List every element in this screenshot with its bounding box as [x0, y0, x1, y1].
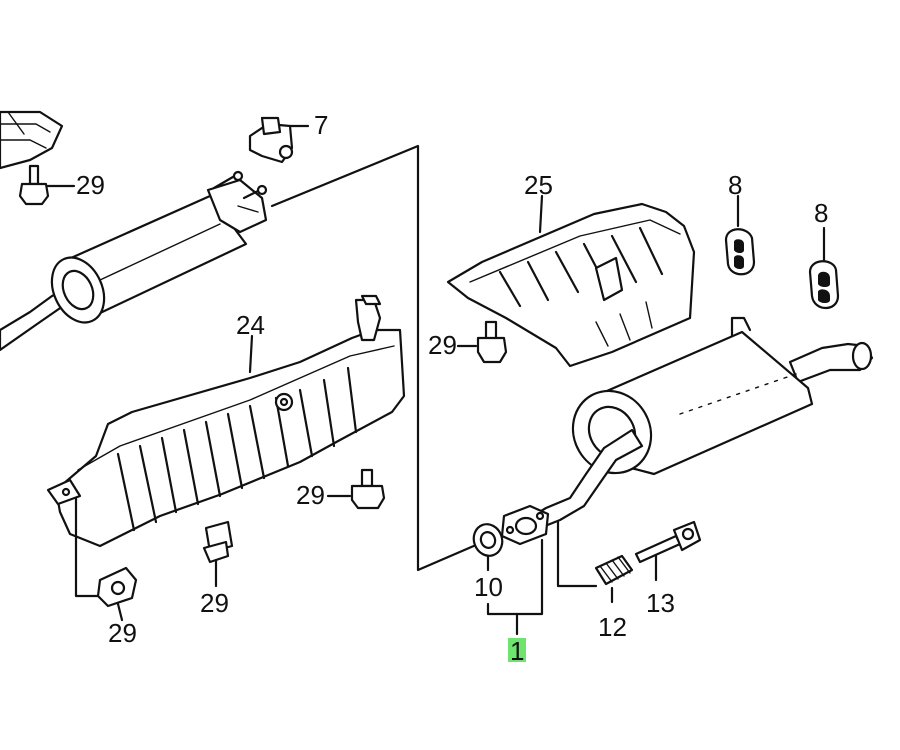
label-1: 1 [510, 636, 524, 666]
leader-front-to-rear [270, 144, 478, 572]
label-24: 24 [236, 310, 265, 340]
part-24-heat-shield [46, 294, 406, 548]
label-12: 12 [598, 612, 627, 642]
part-29-bolt-shield-right [326, 468, 386, 510]
label-7: 7 [314, 110, 328, 140]
part-29-bolt-upper-left [18, 164, 76, 206]
assembly-bracket [486, 538, 544, 616]
part-13-bolt [634, 520, 702, 582]
part-8-hanger-left [724, 194, 756, 276]
part-7-sensor [248, 116, 310, 164]
part-29-bolt-shield-bottom [202, 520, 234, 588]
part-29-bolt-center [456, 320, 508, 364]
front-muffler [0, 170, 268, 352]
partial-heat-shield-upper-left [0, 110, 64, 170]
rear-muffler [534, 316, 874, 530]
part-10-gasket [472, 523, 504, 572]
label-13: 13 [646, 588, 675, 618]
part-25-heat-shield [446, 194, 696, 368]
label-1-highlight [508, 638, 526, 662]
label-29-center: 29 [428, 330, 457, 360]
label-29-shield-left: 29 [108, 618, 137, 648]
part-8-hanger-right [808, 226, 840, 310]
label-8-left: 8 [728, 170, 742, 200]
part-29-bolt-shield-left [74, 496, 138, 622]
pipe-flange [500, 504, 550, 546]
label-8-right: 8 [814, 198, 828, 228]
label-10: 10 [474, 572, 503, 602]
part-12-spring [556, 520, 634, 604]
label-29-upper-left: 29 [76, 170, 105, 200]
label-29-shield-right: 29 [296, 480, 325, 510]
label-29-shield-bottom: 29 [200, 588, 229, 618]
label-25: 25 [524, 170, 553, 200]
